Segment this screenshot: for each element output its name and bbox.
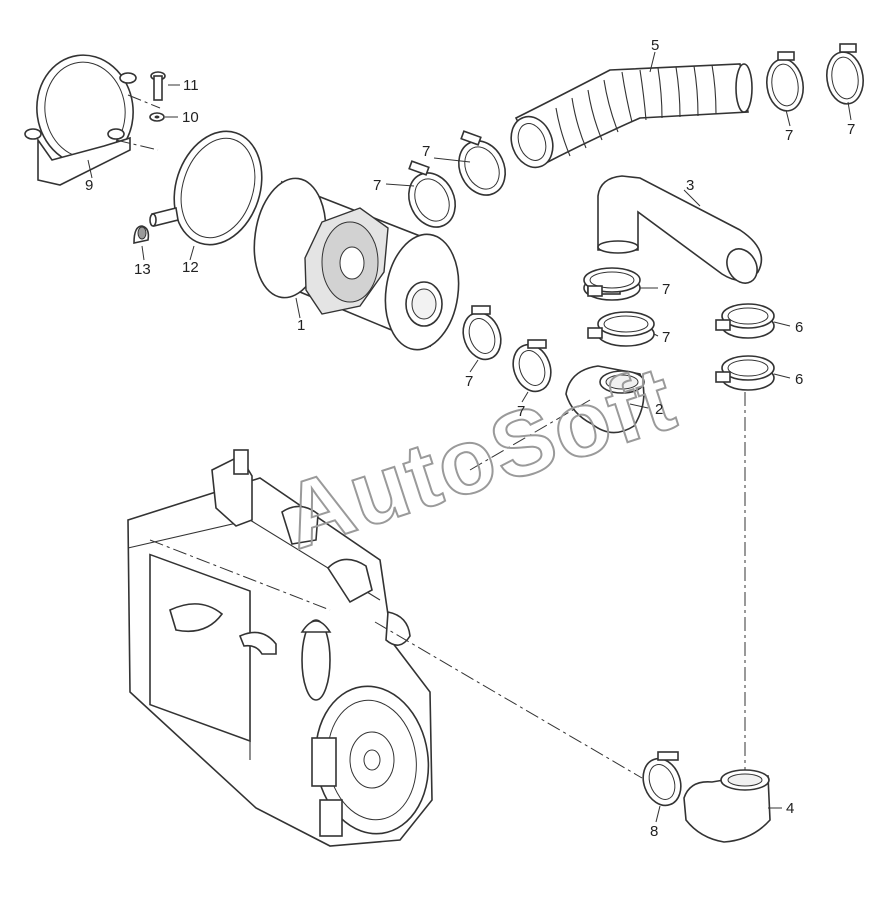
- callout-7-upper-mid: 7: [422, 143, 430, 160]
- callout-3: 3: [686, 177, 694, 194]
- clamp-7-top-right-1[interactable]: [764, 51, 807, 113]
- part-1-air-filter-housing[interactable]: [247, 174, 466, 355]
- callout-7-middle-1: 7: [662, 281, 670, 298]
- clamp-7-middle-2[interactable]: [587, 311, 655, 347]
- part-4-lower-elbow[interactable]: [683, 769, 771, 843]
- clamp-7-upper-mid[interactable]: [450, 130, 514, 203]
- part-5-corrugated-hose[interactable]: [504, 63, 753, 173]
- leader-lines: [87, 51, 852, 823]
- clamp-6-lower[interactable]: [715, 355, 775, 391]
- callout-6-lower: 6: [795, 371, 803, 388]
- callout-5: 5: [651, 37, 659, 54]
- clamp-7-lower-mid[interactable]: [507, 339, 557, 396]
- assembly-lines: [149, 392, 746, 779]
- callout-7-lower-left: 7: [465, 373, 473, 390]
- callout-6-upper: 6: [795, 319, 803, 336]
- clamp-7-lower-left[interactable]: [457, 305, 507, 365]
- callout-2: 2: [655, 401, 663, 418]
- clamp-7-upper-left[interactable]: [400, 160, 464, 235]
- part-12-clamp-ring[interactable]: [149, 120, 276, 256]
- callout-labels: 1 2 3 4 5 6 6 7 7 7 7 7 7 7 7 8 9 10 11 …: [85, 37, 855, 840]
- callout-7-middle-2: 7: [662, 329, 670, 346]
- callout-12: 12: [182, 259, 199, 276]
- part-2-elbow[interactable]: [565, 365, 645, 434]
- callout-7-lower-mid: 7: [517, 403, 525, 420]
- clamp-7-top-right-2[interactable]: [824, 43, 867, 106]
- callout-10: 10: [182, 109, 199, 126]
- callout-7-top-right-1: 7: [785, 127, 793, 144]
- callout-11: 11: [183, 77, 199, 94]
- part-11-bolt[interactable]: [150, 71, 166, 101]
- clamp-8[interactable]: [637, 751, 687, 811]
- clamp-7-middle-1[interactable]: [583, 267, 641, 301]
- part-10-washer[interactable]: [149, 112, 165, 122]
- engine-block: [127, 449, 433, 847]
- callout-4: 4: [786, 800, 794, 817]
- callout-7-upper-left: 7: [373, 177, 381, 194]
- part-9-mounting-bracket[interactable]: [24, 49, 161, 186]
- watermark-text: AutoSoft: [272, 347, 688, 569]
- callout-1: 1: [297, 317, 305, 334]
- part-3-bent-pipe[interactable]: [597, 175, 763, 289]
- callout-8: 8: [650, 823, 658, 840]
- clamp-6-upper[interactable]: [715, 303, 775, 339]
- callout-9: 9: [85, 177, 93, 194]
- part-13-cap[interactable]: [133, 225, 150, 244]
- callout-7-top-right-2: 7: [847, 121, 855, 138]
- callout-13: 13: [134, 261, 151, 278]
